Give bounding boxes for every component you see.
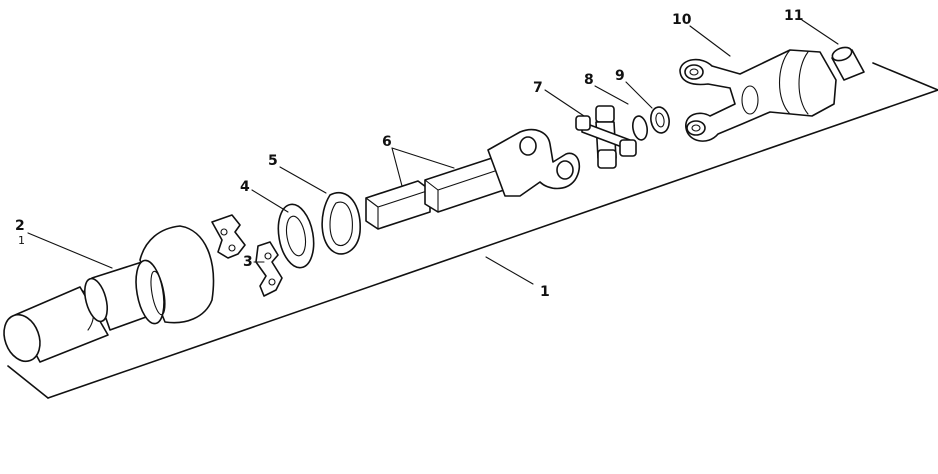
callout-10-label: 10 — [672, 12, 692, 28]
callout-labels: 1 2 1 3 4 5 6 7 8 9 10 11 — [15, 8, 803, 300]
leader-lines — [27, 19, 839, 285]
snap-ring-part — [321, 192, 361, 255]
bushing-part — [831, 46, 865, 81]
inner-shaft-yoke-part — [365, 128, 581, 230]
callout-9-label: 9 — [615, 68, 625, 84]
bearing-ring-part — [631, 115, 649, 141]
tube-and-shield-part — [3, 225, 215, 363]
callout-11-label: 11 — [784, 8, 803, 24]
flat-washer-part — [277, 203, 315, 269]
assembly-baseline — [7, 62, 938, 399]
callout-2-label: 2 — [15, 218, 25, 234]
cross-and-bearing-part — [575, 105, 637, 169]
callout-6-label: 6 — [382, 134, 392, 150]
callout-7-label: 7 — [533, 80, 543, 96]
outer-yoke-part — [679, 49, 837, 142]
callout-2-sub-label: 1 — [18, 234, 25, 247]
retaining-clip-part — [211, 214, 283, 297]
callout-4-label: 4 — [240, 179, 250, 195]
callout-1-label: 1 — [540, 284, 550, 300]
callout-5-label: 5 — [268, 153, 278, 169]
callout-8-label: 8 — [584, 72, 594, 88]
callout-3-label: 3 — [243, 254, 253, 270]
bearing-washer-part — [650, 106, 670, 134]
